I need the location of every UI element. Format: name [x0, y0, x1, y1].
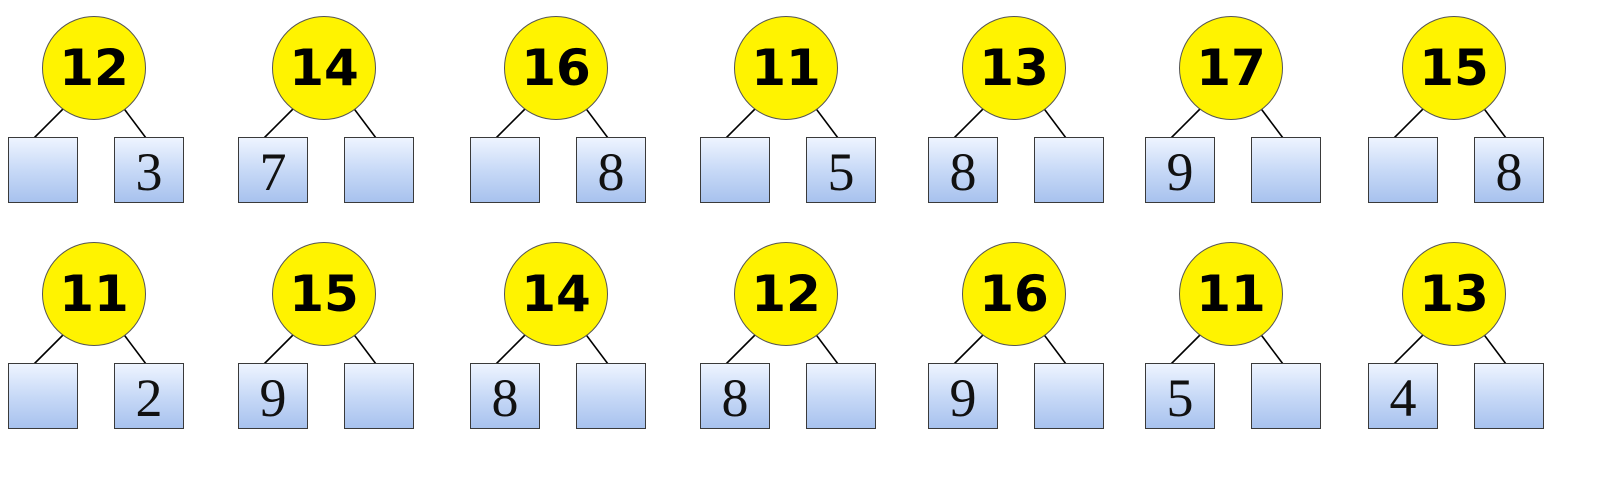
right-part-box[interactable]: 5 [806, 137, 876, 203]
left-part-box[interactable]: 8 [470, 363, 540, 429]
bond-row-1: 12 3 14 7 16 8 11 5 13 8 [0, 14, 1600, 214]
number-bond: 14 8 [468, 240, 646, 440]
right-part-box[interactable] [806, 363, 876, 429]
number-bond: 11 5 [698, 14, 876, 214]
left-part-box[interactable]: 9 [238, 363, 308, 429]
whole-number-circle: 14 [272, 16, 376, 120]
right-part-box[interactable]: 8 [576, 137, 646, 203]
bond-connector-lines [1170, 331, 1284, 365]
number-bond: 12 8 [698, 240, 876, 440]
whole-number-circle: 14 [504, 242, 608, 346]
whole-number-circle: 16 [962, 242, 1066, 346]
right-part-box[interactable]: 3 [114, 137, 184, 203]
right-part-box[interactable] [1034, 137, 1104, 203]
whole-number-circle: 15 [1402, 16, 1506, 120]
whole-number-circle: 11 [42, 242, 146, 346]
whole-number-circle: 17 [1179, 16, 1283, 120]
whole-number-circle: 12 [42, 16, 146, 120]
number-bond: 14 7 [236, 14, 414, 214]
number-bond: 16 8 [468, 14, 646, 214]
bond-connector-lines [725, 105, 839, 139]
whole-number-circle: 13 [962, 16, 1066, 120]
bond-connector-lines [953, 105, 1067, 139]
bond-connector-lines [33, 331, 147, 365]
number-bond: 11 2 [6, 240, 184, 440]
bond-connector-lines [1393, 331, 1507, 365]
left-part-box[interactable] [8, 363, 78, 429]
right-part-box[interactable] [1251, 137, 1321, 203]
left-part-box[interactable] [470, 137, 540, 203]
whole-number-circle: 11 [734, 16, 838, 120]
number-bond: 13 8 [926, 14, 1104, 214]
bond-connector-lines [953, 331, 1067, 365]
bond-row-2: 11 2 15 9 14 8 12 8 16 9 [0, 240, 1600, 440]
right-part-box[interactable] [1474, 363, 1544, 429]
left-part-box[interactable] [8, 137, 78, 203]
right-part-box[interactable] [344, 137, 414, 203]
left-part-box[interactable] [1368, 137, 1438, 203]
left-part-box[interactable]: 5 [1145, 363, 1215, 429]
number-bond: 11 5 [1143, 240, 1321, 440]
whole-number-circle: 13 [1402, 242, 1506, 346]
right-part-box[interactable] [1251, 363, 1321, 429]
whole-number-circle: 16 [504, 16, 608, 120]
bond-connector-lines [1393, 105, 1507, 139]
number-bond: 12 3 [6, 14, 184, 214]
bond-connector-lines [495, 331, 609, 365]
right-part-box[interactable]: 8 [1474, 137, 1544, 203]
number-bond: 15 8 [1366, 14, 1544, 214]
left-part-box[interactable]: 8 [700, 363, 770, 429]
left-part-box[interactable]: 9 [928, 363, 998, 429]
left-part-box[interactable]: 8 [928, 137, 998, 203]
bond-connector-lines [263, 331, 377, 365]
right-part-box[interactable]: 2 [114, 363, 184, 429]
bond-connector-lines [263, 105, 377, 139]
left-part-box[interactable] [700, 137, 770, 203]
bond-connector-lines [33, 105, 147, 139]
bond-connector-lines [725, 331, 839, 365]
whole-number-circle: 12 [734, 242, 838, 346]
bond-connector-lines [1170, 105, 1284, 139]
number-bond: 15 9 [236, 240, 414, 440]
left-part-box[interactable]: 4 [1368, 363, 1438, 429]
number-bond: 13 4 [1366, 240, 1544, 440]
number-bond: 16 9 [926, 240, 1104, 440]
number-bond: 17 9 [1143, 14, 1321, 214]
whole-number-circle: 15 [272, 242, 376, 346]
right-part-box[interactable] [344, 363, 414, 429]
whole-number-circle: 11 [1179, 242, 1283, 346]
right-part-box[interactable] [576, 363, 646, 429]
right-part-box[interactable] [1034, 363, 1104, 429]
left-part-box[interactable]: 7 [238, 137, 308, 203]
bond-connector-lines [495, 105, 609, 139]
left-part-box[interactable]: 9 [1145, 137, 1215, 203]
